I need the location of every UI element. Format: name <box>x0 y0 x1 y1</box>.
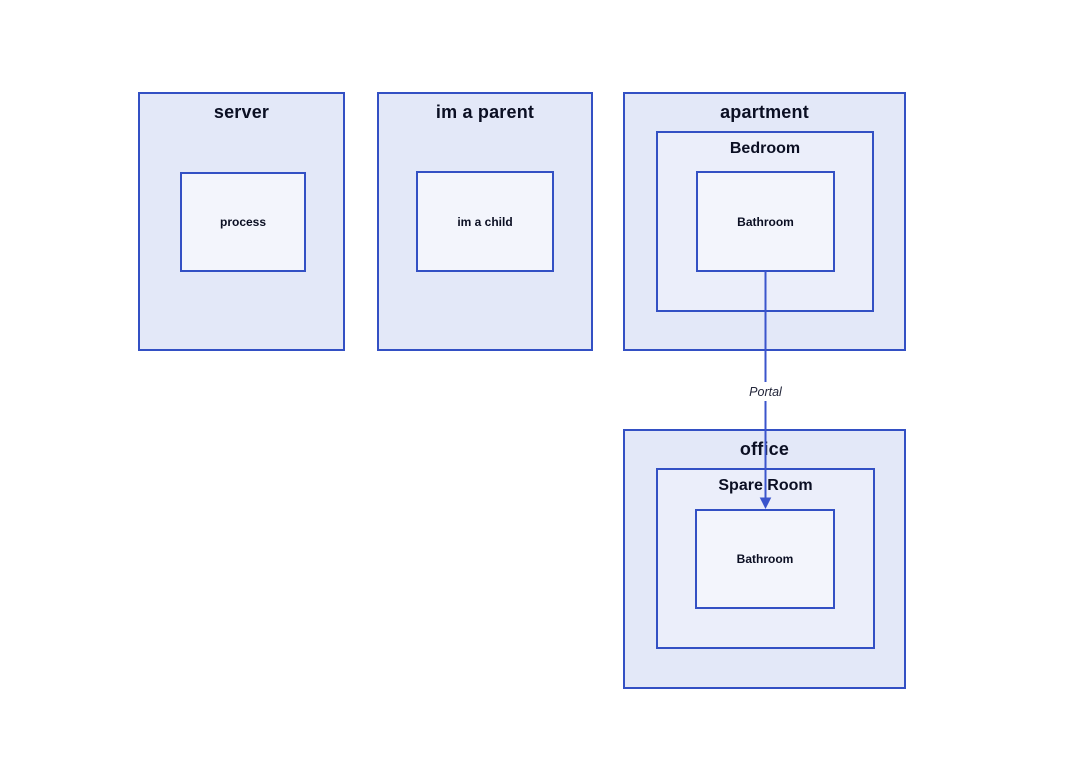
node-process: process <box>180 172 306 272</box>
node-office-bathroom: Bathroom <box>695 509 835 609</box>
node-child: im a child <box>416 171 554 272</box>
node-apartment-bathroom-label: Bathroom <box>737 214 794 229</box>
container-parent: im a parent <box>377 92 593 351</box>
container-bedroom-title: Bedroom <box>729 140 801 157</box>
node-child-label: im a child <box>457 214 513 229</box>
node-office-bathroom-label: Bathroom <box>736 552 794 566</box>
portal-edge-label: Portal <box>749 385 783 399</box>
container-apartment-title: apartment <box>720 102 809 122</box>
node-apartment-bathroom: Bathroom <box>696 171 835 272</box>
container-office-title: office <box>739 439 790 459</box>
node-process-label: process <box>219 215 267 229</box>
container-server-title: server <box>213 102 270 122</box>
container-spare-room-title: Spare Room <box>718 477 813 494</box>
container-parent-title: im a parent <box>435 102 535 122</box>
